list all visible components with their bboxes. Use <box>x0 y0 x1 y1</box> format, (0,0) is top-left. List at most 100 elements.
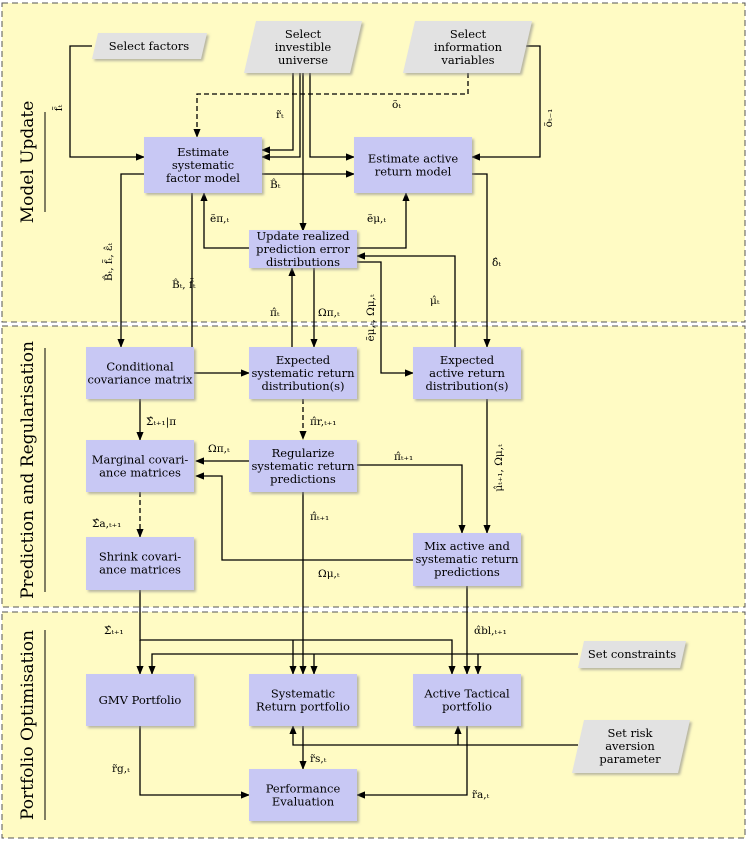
section-label-optimisation: Portfolio Optimisation <box>18 630 38 820</box>
node-text-line: predictions <box>434 565 500 579</box>
node-text-line: Estimate active <box>368 152 459 166</box>
node-text-line: parameter <box>599 752 661 766</box>
node-text-line: universe <box>278 53 328 67</box>
label-omega-mu: Ωμ,ₜ <box>318 568 340 580</box>
select-factors-node[interactable] <box>92 33 207 59</box>
regularize-sys-node[interactable] <box>249 440 357 492</box>
node-text-line: prediction error <box>256 242 350 256</box>
label-f-t: f̃ₜ <box>52 104 65 111</box>
expected-sys-dist-node[interactable] <box>249 347 357 399</box>
estimate-active-model-node[interactable] <box>354 137 472 193</box>
node-text-line: Marginal covari- <box>92 453 189 467</box>
node-text-line: covariance matrix <box>87 373 193 387</box>
label-B-t: B̂ₜ <box>270 178 281 191</box>
label-pi-r: π̂r,ₜ₊₁ <box>310 416 336 428</box>
set-risk-node[interactable] <box>572 720 690 773</box>
node-text-line: Select <box>450 27 487 41</box>
node-text-line: Evaluation <box>272 795 335 809</box>
label-alpha-bl: α̂bl,ₜ₊₁ <box>474 625 507 637</box>
systematic-portfolio-node[interactable] <box>249 674 357 726</box>
node-text-line: information <box>434 40 503 54</box>
label-r-g: r̃g,ₜ <box>112 763 130 775</box>
label-r-s: r̃s,ₜ <box>310 753 327 765</box>
node-text-line: Systematic <box>271 687 335 701</box>
label-r-a: r̃a,ₜ <box>472 789 490 801</box>
set-constraints-node[interactable] <box>578 641 686 668</box>
label-sigma-t1: Σ̂ₜ₊₁ <box>104 625 124 637</box>
node-text-line: variables <box>440 53 494 67</box>
node-text-line: active return <box>429 366 505 380</box>
shrink-cov-label: Shrink covari-ance matrices <box>99 550 181 577</box>
shrink-cov-node[interactable] <box>86 537 194 590</box>
node-text-line: Shrink covari- <box>99 550 181 564</box>
select-universe-node[interactable] <box>244 21 362 73</box>
section-label-model-update: Model Update <box>18 101 38 224</box>
node-text-line: distribution(s) <box>425 379 508 393</box>
update-pred-error-node[interactable] <box>249 230 357 268</box>
node-text-line: systematic <box>172 158 234 172</box>
label-r-t: r̃ₜ <box>276 109 284 121</box>
node-text-line: distributions <box>266 255 340 269</box>
label-B-f-e: B̂ₜ, f̃ₜ, ε̂ₜ <box>102 243 115 282</box>
label-omega-pi-t: Ωπ,ₜ <box>318 307 340 319</box>
mix-node[interactable] <box>413 533 521 586</box>
node-text-line: return model <box>375 165 452 179</box>
node-text-line: GMV Portfolio <box>99 693 182 707</box>
marginal-cov-label: Marginal covari-ance matrices <box>92 453 189 480</box>
label-pi-t1-b: π̂ₜ₊₁ <box>310 511 329 523</box>
label-e-mu-omega: ẽμ,ₜ, Ωμ,ₜ <box>365 294 377 342</box>
active-tactical-node[interactable] <box>413 674 521 726</box>
node-text-line: Select <box>285 27 322 41</box>
node-text-line: Update realized <box>256 229 350 243</box>
label-omega-pi-t2: Ωπ,ₜ <box>208 443 230 455</box>
node-text-line: investible <box>275 40 332 54</box>
node-text-line: portfolio <box>442 700 492 714</box>
gmv-portfolio-node[interactable] <box>86 674 194 726</box>
node-text-line: Mix active and <box>424 539 510 553</box>
select-info-node[interactable] <box>403 21 532 73</box>
label-sigma-pi: Σ̂ₜ₊₁|π <box>146 416 176 429</box>
label-o-t: õₜ <box>392 99 401 111</box>
node-text-line: Expected <box>276 353 331 367</box>
node-text-line: Set constraints <box>588 647 676 661</box>
label-pi-t: π̂ₜ <box>270 307 280 319</box>
node-text-line: aversion <box>605 739 655 753</box>
label-o-t1: õₜ₋₁ <box>543 109 555 128</box>
label-B-f: B̂ₜ, f̃ₜ <box>172 278 196 291</box>
label-e-mu: ẽμ,ₜ <box>367 213 386 225</box>
marginal-cov-node[interactable] <box>86 440 194 492</box>
expected-act-dist-node[interactable] <box>413 347 521 399</box>
node-text-line: Conditional <box>106 360 174 374</box>
node-text-line: systematic return <box>415 552 519 566</box>
node-text-line: Performance <box>266 782 341 796</box>
performance-node[interactable] <box>249 769 357 821</box>
node-text-line: predictions <box>270 472 336 486</box>
label-e-pi: ẽπ,ₜ <box>210 213 229 225</box>
node-text-line: Active Tactical <box>423 687 510 701</box>
label-delta-t: δ̂ₜ <box>492 257 501 269</box>
node-text-line: Select factors <box>109 39 189 53</box>
node-text-line: Expected <box>440 353 495 367</box>
node-text-line: Regularize <box>272 446 335 460</box>
node-text-line: Estimate <box>177 145 229 159</box>
node-text-line: ance matrices <box>99 466 181 480</box>
estimate-factor-model-node[interactable] <box>144 137 262 193</box>
conditional-cov-node[interactable] <box>86 347 194 399</box>
gmv-portfolio-label: GMV Portfolio <box>99 693 182 707</box>
node-text-line: systematic return <box>251 459 355 473</box>
